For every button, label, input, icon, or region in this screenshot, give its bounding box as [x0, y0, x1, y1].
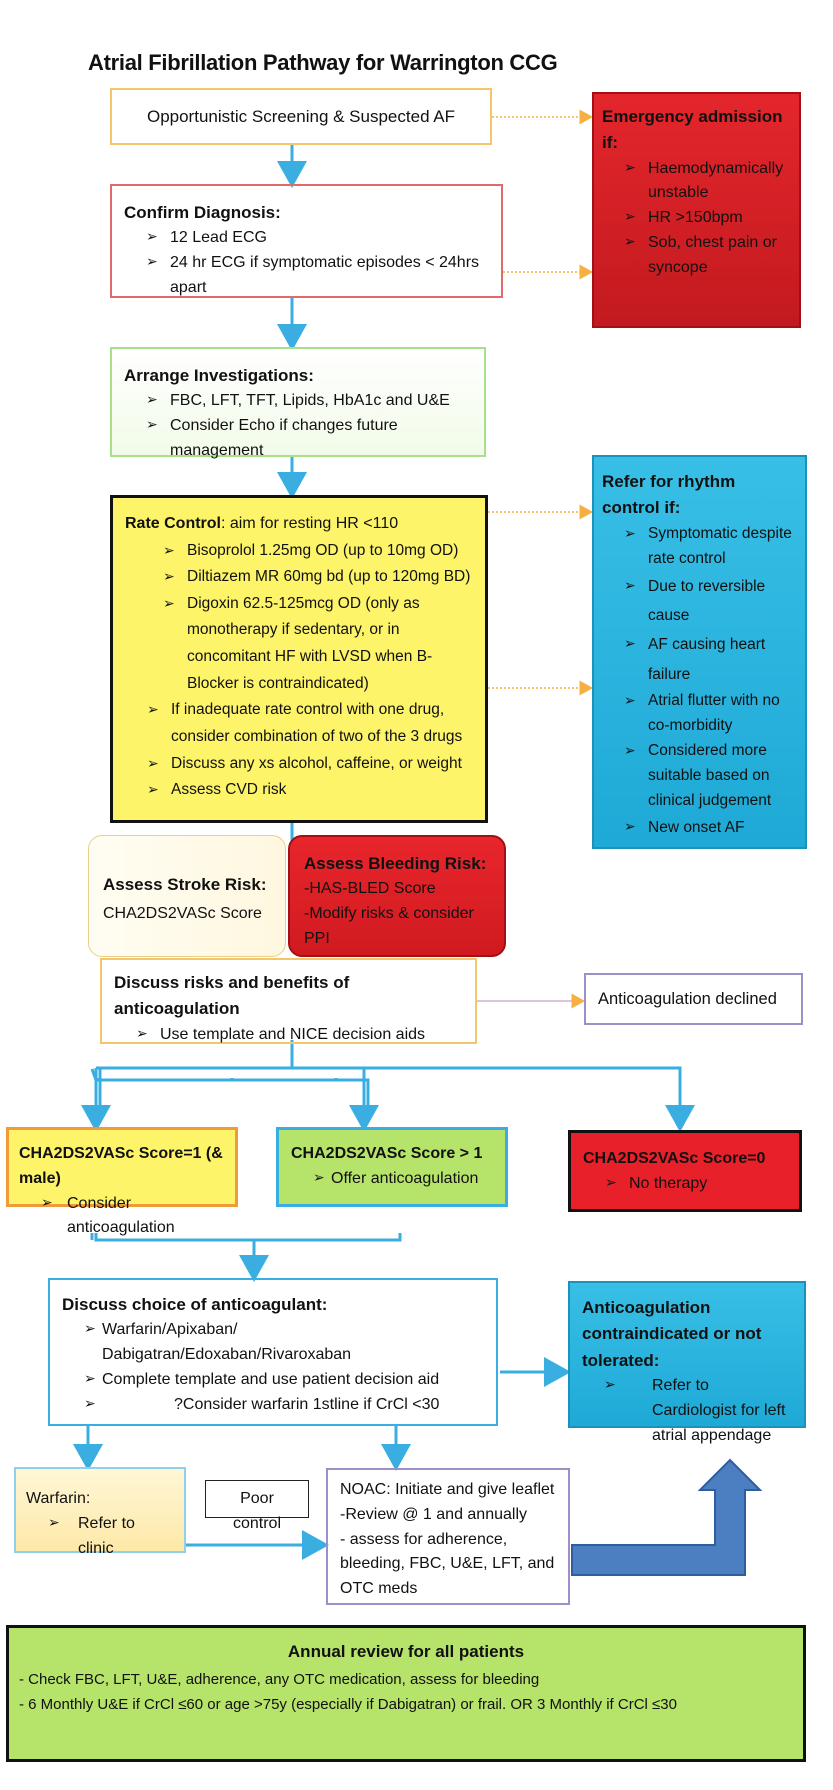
list-item: Offer anticoagulation — [291, 1167, 493, 1192]
stroke-risk-box: Assess Stroke Risk: CHA2DS2VASc Score — [88, 835, 286, 957]
warfarin-box: Warfarin: Refer to clinic — [14, 1467, 186, 1557]
contraindicated-box: Anticoagulation contraindicated or not t… — [568, 1281, 806, 1444]
rate-heading-rest: : aim for resting HR <110 — [221, 515, 399, 532]
list-item: Symptomatic despite rate control — [602, 522, 797, 572]
noac-line-2: -Review @ 1 and annually — [340, 1505, 528, 1523]
poor-control-text: Poor control — [232, 1490, 282, 1532]
annual-line-2: - 6 Monthly U&E if CrCl ≤60 or age >75y … — [19, 1696, 677, 1714]
choice-box: Discuss choice of anticoagulant: Warfari… — [48, 1278, 498, 1426]
list-item: Digoxin 62.5-125mcg OD (only as monother… — [125, 591, 473, 698]
choice-heading: Discuss choice of anticoagulant: — [62, 1295, 328, 1314]
rate-heading-line: Rate Control: aim for resting HR <110 — [125, 510, 473, 538]
rate-control-box: Rate Control: aim for resting HR <110 Bi… — [110, 495, 488, 823]
list-item: Consider anticoagulation — [19, 1192, 225, 1242]
list-item: ?Consider warfarin 1stline if CrCl <30 — [62, 1393, 484, 1418]
score-0-box: CHA2DS2VASc Score=0 No therapy — [568, 1130, 802, 1212]
list-item: FBC, LFT, TFT, Lipids, HbA1c and U&E — [124, 389, 472, 414]
discuss-heading: Discuss risks and benefits of anticoagul… — [114, 973, 350, 1019]
emergency-box: Emergency admission if: Haemodynamically… — [592, 92, 801, 328]
bleeding-line-2: -Modify risks & consider PPI — [304, 905, 474, 947]
list-item: Complete template and use patient decisi… — [62, 1368, 484, 1393]
screening-box: Opportunistic Screening & Suspected AF — [110, 88, 492, 145]
discuss-risks-box: Discuss risks and benefits of anticoagul… — [100, 958, 477, 1044]
rhythm-heading: Refer for rhythm control if: — [602, 472, 736, 517]
stroke-text: CHA2DS2VASc Score — [103, 905, 262, 923]
list-item: Warfarin/Apixaban/ Dabigatran/Edoxaban/R… — [62, 1318, 484, 1368]
declined-text: Anticoagulation declined — [598, 990, 777, 1008]
noac-line-1: NOAC: Initiate and give leaflet — [340, 1481, 555, 1498]
list-item: Discuss any xs alcohol, caffeine, or wei… — [125, 751, 473, 778]
list-item: Bisoprolol 1.25mg OD (up to 10mg OD) — [125, 538, 473, 565]
screening-text: Opportunistic Screening & Suspected AF — [146, 107, 456, 126]
noac-line-3: - assess for adherence, bleeding, FBC, U… — [340, 1530, 555, 1598]
noac-box: NOAC: Initiate and give leaflet -Review … — [326, 1468, 570, 1605]
confirm-diagnosis-box: Confirm Diagnosis: 12 Lead ECG 24 hr ECG… — [110, 184, 503, 298]
list-item: Consider Echo if changes future manageme… — [124, 414, 472, 464]
page-title: Atrial Fibrillation Pathway for Warringt… — [88, 50, 558, 75]
emergency-heading: Emergency admission if: — [602, 107, 783, 153]
annual-review-box: Annual review for all patients - Check F… — [6, 1625, 806, 1762]
list-item: Haemodynamically unstable — [602, 157, 791, 207]
list-item: Due to reversible cause — [602, 572, 797, 631]
score1-heading: CHA2DS2VASc Score=1 (& male) — [19, 1145, 223, 1187]
score2-heading: CHA2DS2VASc Score > 1 — [291, 1145, 483, 1162]
list-item: New onset AF — [602, 813, 797, 842]
list-item: 12 Lead ECG — [124, 226, 489, 251]
score-1-box: CHA2DS2VASc Score=1 (& male) Consider an… — [6, 1127, 238, 1236]
declined-box: Anticoagulation declined — [584, 973, 803, 1025]
investigations-box: Arrange Investigations: FBC, LFT, TFT, L… — [110, 347, 486, 459]
annual-line-1: - Check FBC, LFT, U&E, adherence, any OT… — [19, 1670, 540, 1688]
list-item: Diltiazem MR 60mg bd (up to 120mg BD) — [125, 564, 473, 591]
warfarin-heading: Warfarin: — [26, 1490, 91, 1507]
annual-heading: Annual review for all patients — [287, 1642, 525, 1661]
bleeding-risk-box: Assess Bleeding Risk: -HAS-BLED Score -M… — [288, 835, 506, 957]
list-item: 24 hr ECG if symptomatic episodes < 24hr… — [124, 251, 489, 301]
list-item: Refer to clinic — [26, 1512, 174, 1562]
rate-heading: Rate Control — [125, 515, 221, 532]
bleeding-line-1: -HAS-BLED Score — [304, 880, 436, 898]
list-item: AF causing heart failure — [602, 630, 797, 689]
list-item: Use template and NICE decision aids — [114, 1023, 463, 1048]
list-item: Assess CVD risk — [125, 777, 473, 804]
list-item: Atrial flutter with no co-morbidity — [602, 689, 797, 739]
list-item: HR >150bpm — [602, 206, 791, 231]
list-item: Refer to Cardiologist for left atrial ap… — [582, 1374, 792, 1448]
score0-heading: CHA2DS2VASc Score=0 — [583, 1150, 766, 1167]
list-item: No therapy — [583, 1172, 787, 1197]
confirm-heading: Confirm Diagnosis: — [124, 203, 281, 222]
score-gt1-box: CHA2DS2VASc Score > 1 Offer anticoagulat… — [276, 1127, 508, 1207]
poor-control-box: Poor control — [205, 1480, 309, 1532]
contra-heading: Anticoagulation contraindicated or not t… — [582, 1298, 762, 1370]
stroke-heading: Assess Stroke Risk: — [103, 875, 267, 894]
bleeding-heading: Assess Bleeding Risk: — [304, 854, 487, 873]
list-item: Considered more suitable based on clinic… — [602, 739, 797, 813]
list-item: If inadequate rate control with one drug… — [125, 697, 473, 750]
list-item: Sob, chest pain or syncope — [602, 231, 791, 281]
investigations-heading: Arrange Investigations: — [124, 366, 314, 385]
rhythm-control-box: Refer for rhythm control if: Symptomatic… — [592, 455, 807, 849]
